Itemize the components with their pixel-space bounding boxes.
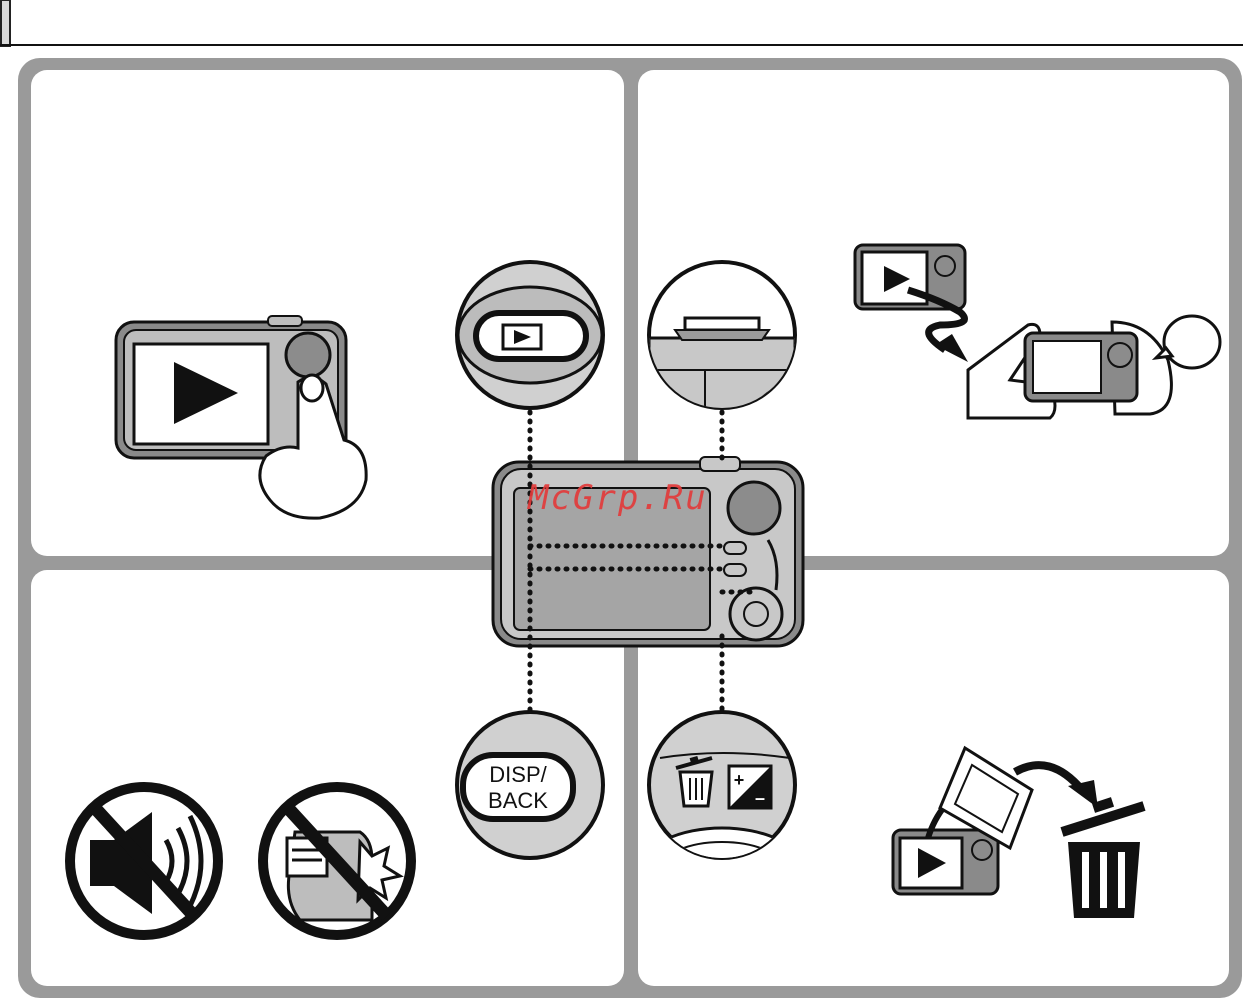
show-photo-illustration xyxy=(855,245,1220,418)
no-sound-icon xyxy=(70,787,218,935)
playback-camera-illustration xyxy=(116,316,366,518)
watermark: McGrp.Ru xyxy=(528,478,708,518)
disp-label: DISP/ xyxy=(489,762,547,787)
callout-disp-back-button: DISP/ BACK xyxy=(457,712,603,858)
callout-trash-button: + – xyxy=(642,712,802,908)
trash-icon xyxy=(1062,797,1144,918)
exposure-plus: + xyxy=(734,770,745,790)
no-flash-icon xyxy=(263,787,411,935)
delete-photo-illustration xyxy=(893,748,1144,918)
back-label: BACK xyxy=(488,788,548,813)
callout-playback-button xyxy=(457,262,603,408)
exposure-compensation-icon: + – xyxy=(729,766,771,808)
exposure-minus: – xyxy=(755,788,765,808)
callout-top-button xyxy=(649,262,800,418)
